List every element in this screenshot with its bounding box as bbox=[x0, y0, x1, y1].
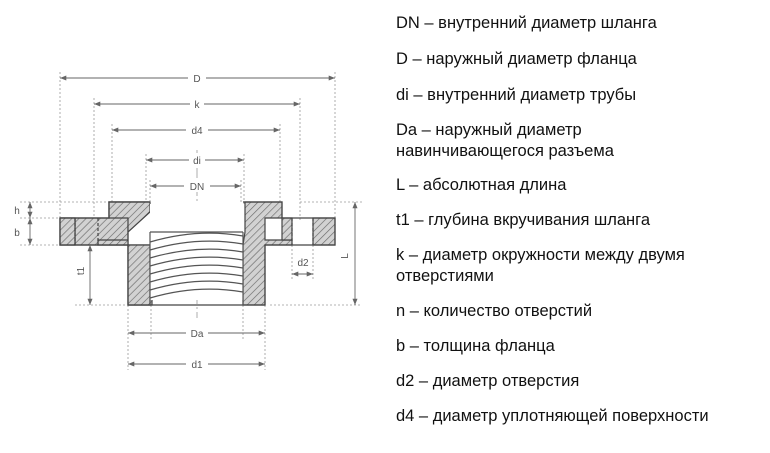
dim-label-h: h bbox=[14, 206, 20, 217]
flange-outline bbox=[59, 201, 336, 306]
legend-item-b: b – толщина фланца bbox=[396, 337, 555, 355]
legend-item-d: D – наружный диаметр фланца bbox=[396, 50, 637, 68]
legend-item-k-line1: k – диаметр окружности между двумя bbox=[396, 246, 685, 264]
legend-item-d4: d4 – диаметр уплотняющей поверхности bbox=[396, 407, 709, 425]
legend-item-di: di – внутренний диаметр трубы bbox=[396, 86, 637, 104]
legend-item-k-line2: отверстиями bbox=[396, 267, 494, 285]
legend-item-d2: d2 – диаметр отверстия bbox=[396, 372, 580, 390]
dim-label-di: di bbox=[193, 156, 201, 167]
dim-label-d1: d1 bbox=[191, 360, 203, 371]
legend-item-l: L – абсолютная длина bbox=[396, 176, 567, 194]
internal-thread bbox=[149, 204, 244, 305]
legend-item-n: n – количество отверстий bbox=[396, 302, 593, 320]
dim-label-t1: t1 bbox=[76, 266, 87, 275]
dimension-labels: D k d4 di DN Da d1 h b t1 L d2 bbox=[14, 71, 351, 371]
legend-item-t1: t1 – глубина вкручивания шланга bbox=[396, 211, 650, 229]
dim-label-L: L bbox=[340, 253, 351, 259]
legend-item-da-line2: навинчивающегося разъема bbox=[396, 142, 614, 160]
dim-label-d2: d2 bbox=[297, 258, 309, 269]
dim-label-DN: DN bbox=[190, 182, 204, 193]
dim-label-k: k bbox=[195, 100, 201, 111]
legend-item-dn: DN – внутренний диаметр шланга bbox=[396, 14, 657, 32]
dim-label-D: D bbox=[193, 74, 200, 85]
legend-item-da-line1: Da – наружный диаметр bbox=[396, 121, 582, 139]
flange-drawing: D k d4 di DN Da d1 h b t1 L d2 bbox=[14, 71, 362, 371]
dim-label-Da: Da bbox=[191, 329, 204, 340]
dim-label-d4: d4 bbox=[191, 126, 203, 137]
dim-label-b: b bbox=[14, 228, 20, 239]
